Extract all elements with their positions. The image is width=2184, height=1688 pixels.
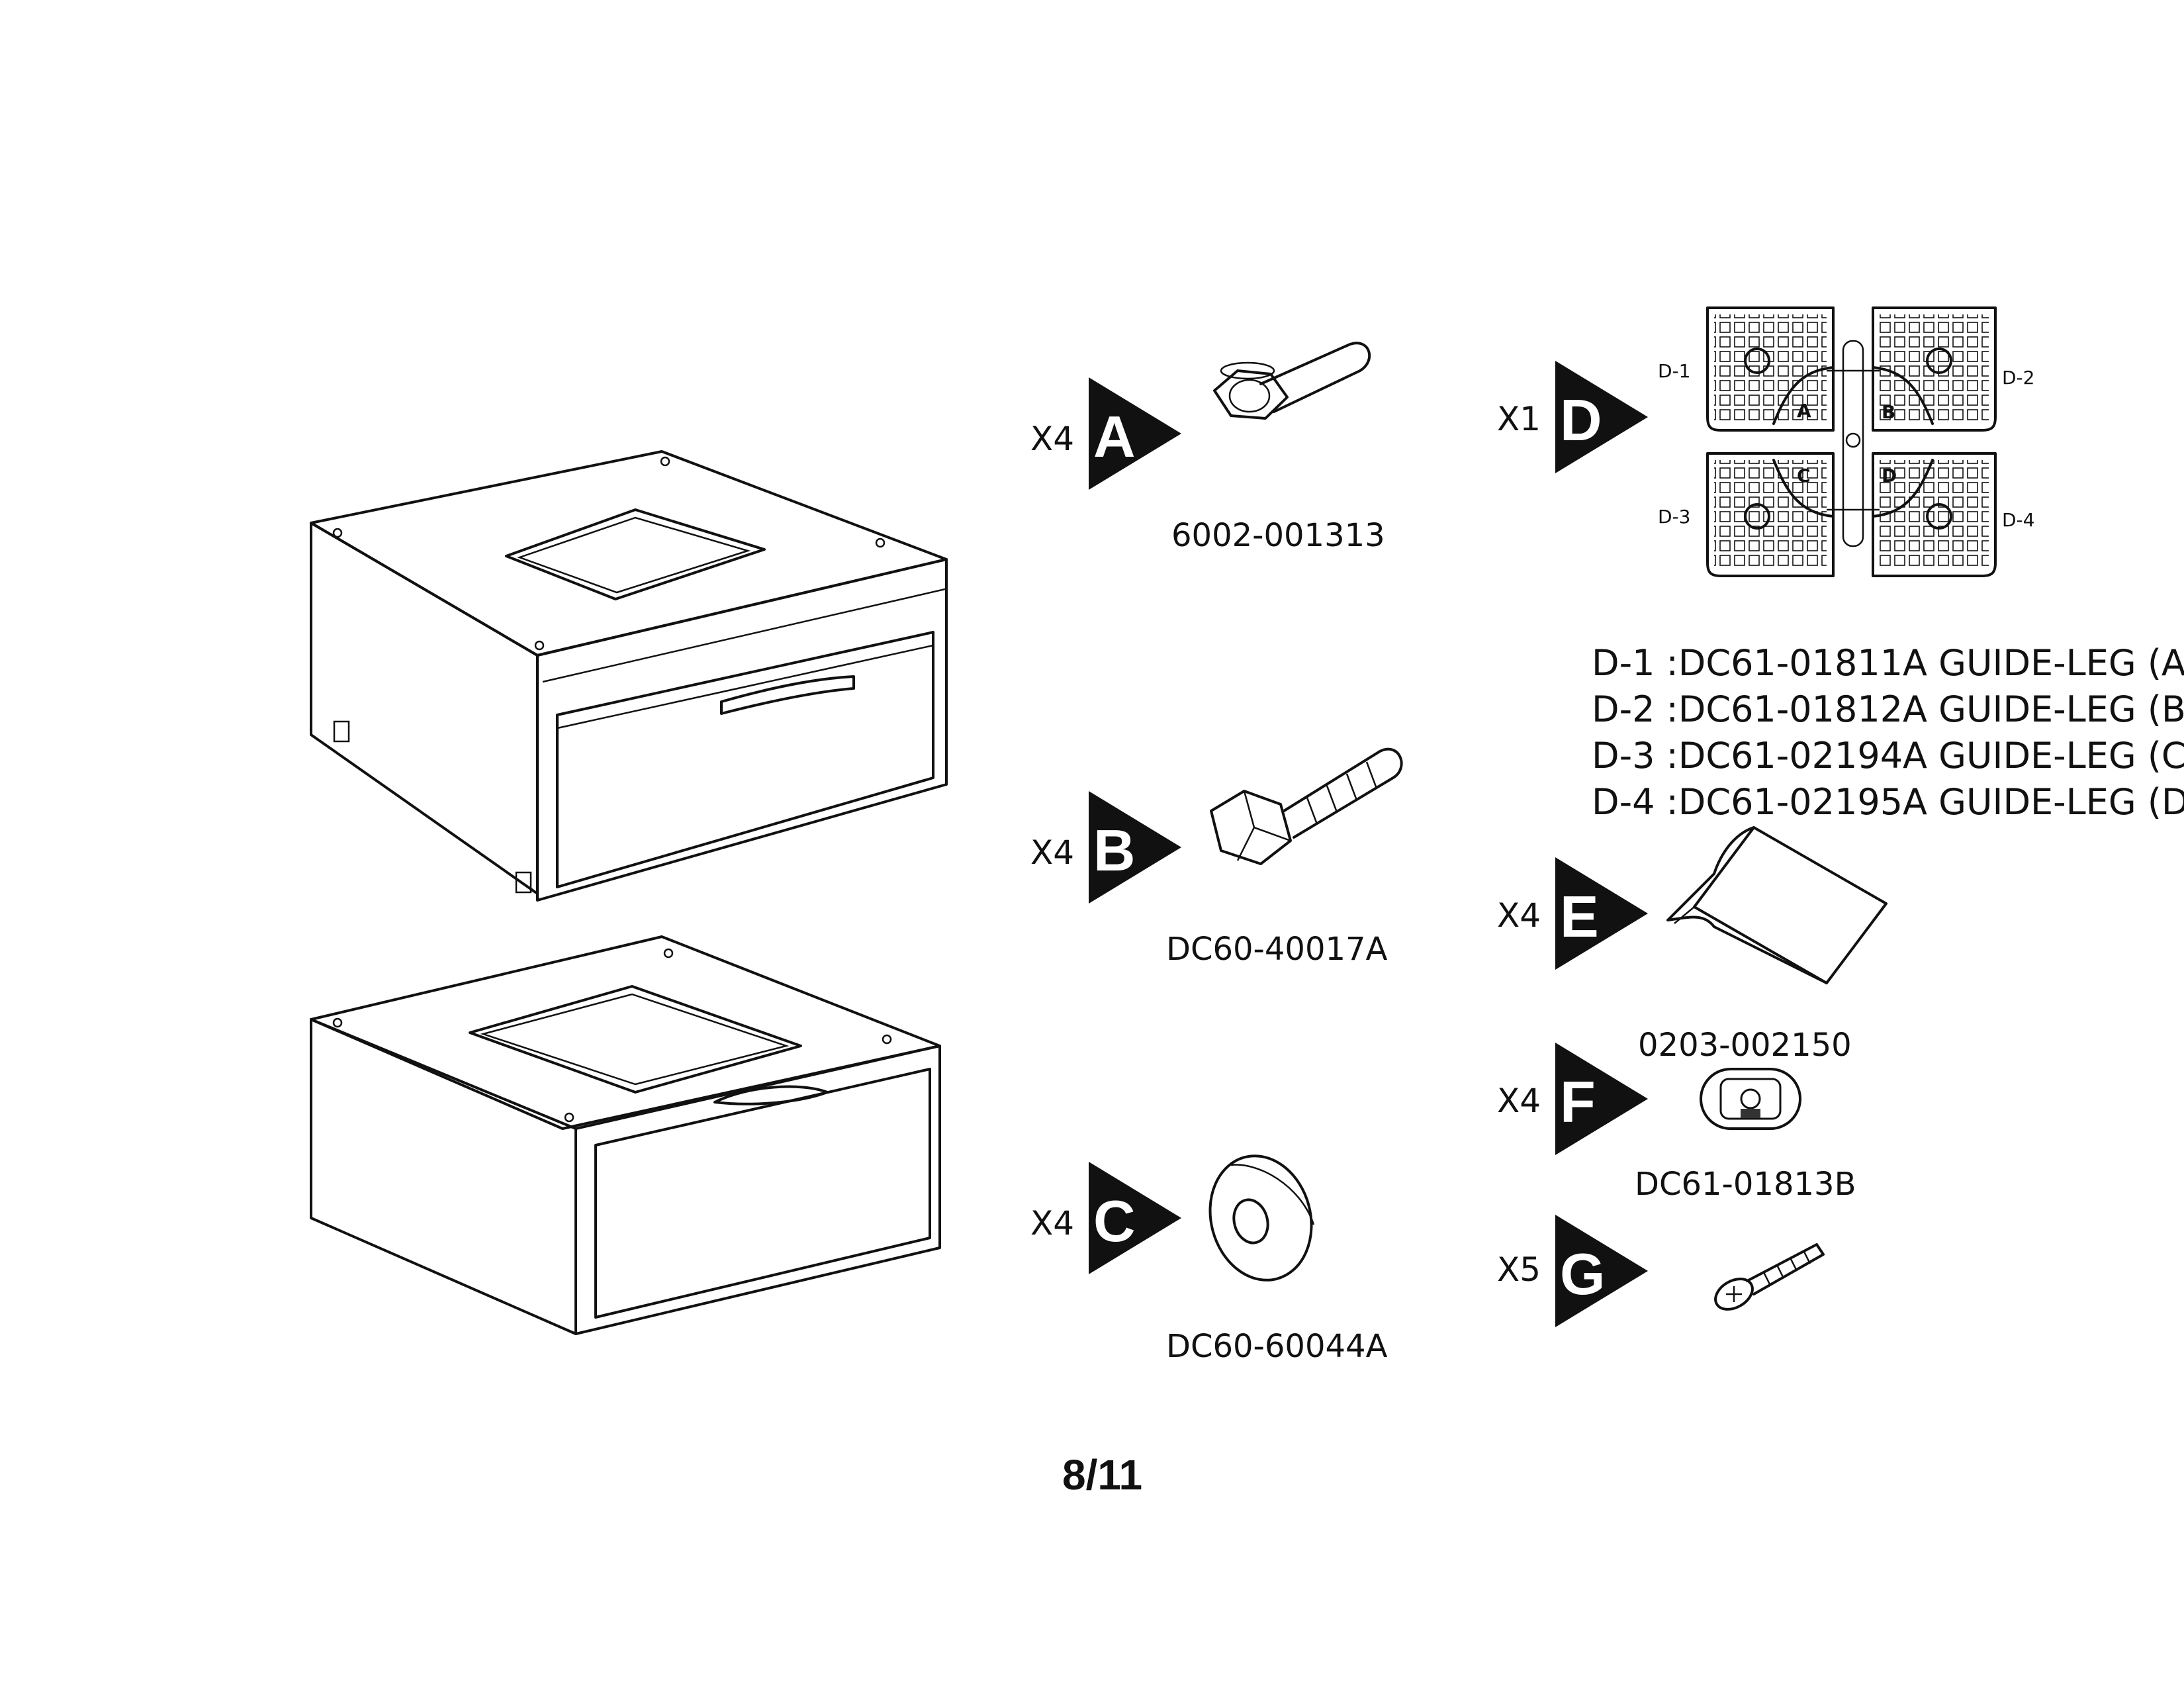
part-e-number: 0203-002150 [1638, 1027, 1852, 1064]
part-e-letter: E [1560, 884, 1599, 949]
guide-leg-label-d3: D-3 [1658, 506, 1690, 528]
guide-leg-label-d4: D-4 [2002, 509, 2034, 531]
part-b-qty: X4 [1030, 833, 1074, 872]
page-number: 8/11 [1062, 1451, 1142, 1499]
guide-leg-label-d2: D-2 [2002, 367, 2034, 389]
guide-leg-list-item: D-1 :DC61-01811A GUIDE-LEG (A) [1592, 642, 2184, 684]
part-c-qty: X4 [1030, 1204, 1074, 1243]
part-b-letter: B [1093, 818, 1136, 883]
pedestal-drawer-lower-illustration [310, 935, 941, 1335]
part-f-marker [1555, 1043, 1648, 1155]
part-g-qty: X5 [1497, 1250, 1541, 1289]
pad-letter-d: D [1882, 465, 1897, 487]
part-g-row: X5 G [1497, 1215, 1825, 1327]
part-e-row: X4 E 0203-002150 [1497, 826, 1888, 1064]
washer-icon [1208, 1154, 1315, 1282]
guide-leg-set-icon [1706, 306, 1997, 577]
flange-bolt-icon [1213, 342, 1371, 420]
part-f-letter: F [1560, 1069, 1596, 1135]
pad-letter-b: B [1882, 401, 1895, 423]
part-b-number: DC60-40017A [1166, 931, 1388, 968]
part-f-qty: X4 [1497, 1082, 1541, 1120]
part-b-row: X4 B DC60-40017A [1030, 747, 1403, 968]
part-a-qty: X4 [1030, 420, 1074, 458]
tapping-screw-icon [1714, 1243, 1825, 1311]
adhesive-pad-icon [1666, 826, 1888, 984]
hex-screw-icon [1210, 747, 1403, 865]
part-d-letter: D [1560, 387, 1602, 453]
guide-leg-list-item: D-4 :DC61-02195A GUIDE-LEG (D) [1592, 781, 2184, 823]
guide-leg-list-item: D-3 :DC61-02194A GUIDE-LEG (C) [1592, 735, 2184, 776]
part-c-marker [1089, 1162, 1181, 1274]
part-g-letter: G [1560, 1241, 1605, 1307]
guide-leg-list-item: D-2 :DC61-01812A GUIDE-LEG (B) [1592, 688, 2184, 730]
pad-letter-a: A [1797, 400, 1811, 422]
part-d-qty: X1 [1497, 400, 1541, 438]
part-c-number: DC60-60044A [1166, 1328, 1388, 1365]
part-f-number: DC61-01813B [1635, 1166, 1856, 1203]
part-c-row: X4 C DC60-60044A [1030, 1154, 1388, 1365]
part-a-marker [1089, 377, 1181, 490]
clip-icon [1700, 1068, 1801, 1130]
part-c-letter: C [1093, 1188, 1136, 1254]
part-a-letter: A [1093, 404, 1136, 469]
part-e-marker [1555, 857, 1648, 970]
part-f-row: X4 F DC61-01813B [1497, 1043, 1856, 1203]
part-d-marker [1555, 361, 1648, 473]
pad-letter-c: C [1797, 465, 1811, 487]
guide-leg-part-list: D-1 :DC61-01811A GUIDE-LEG (A) D-2 :DC61… [1592, 642, 2184, 823]
part-a-row: X4 A 6002-001313 [1030, 342, 1385, 554]
guide-leg-label-d1: D-1 [1658, 360, 1690, 382]
part-a-number: 6002-001313 [1171, 517, 1385, 554]
pedestal-drawer-upper-illustration [310, 450, 948, 902]
part-g-marker [1555, 1215, 1648, 1327]
part-b-marker [1089, 791, 1181, 904]
part-d-row: X1 D [1497, 306, 2184, 823]
part-e-qty: X4 [1497, 896, 1541, 935]
